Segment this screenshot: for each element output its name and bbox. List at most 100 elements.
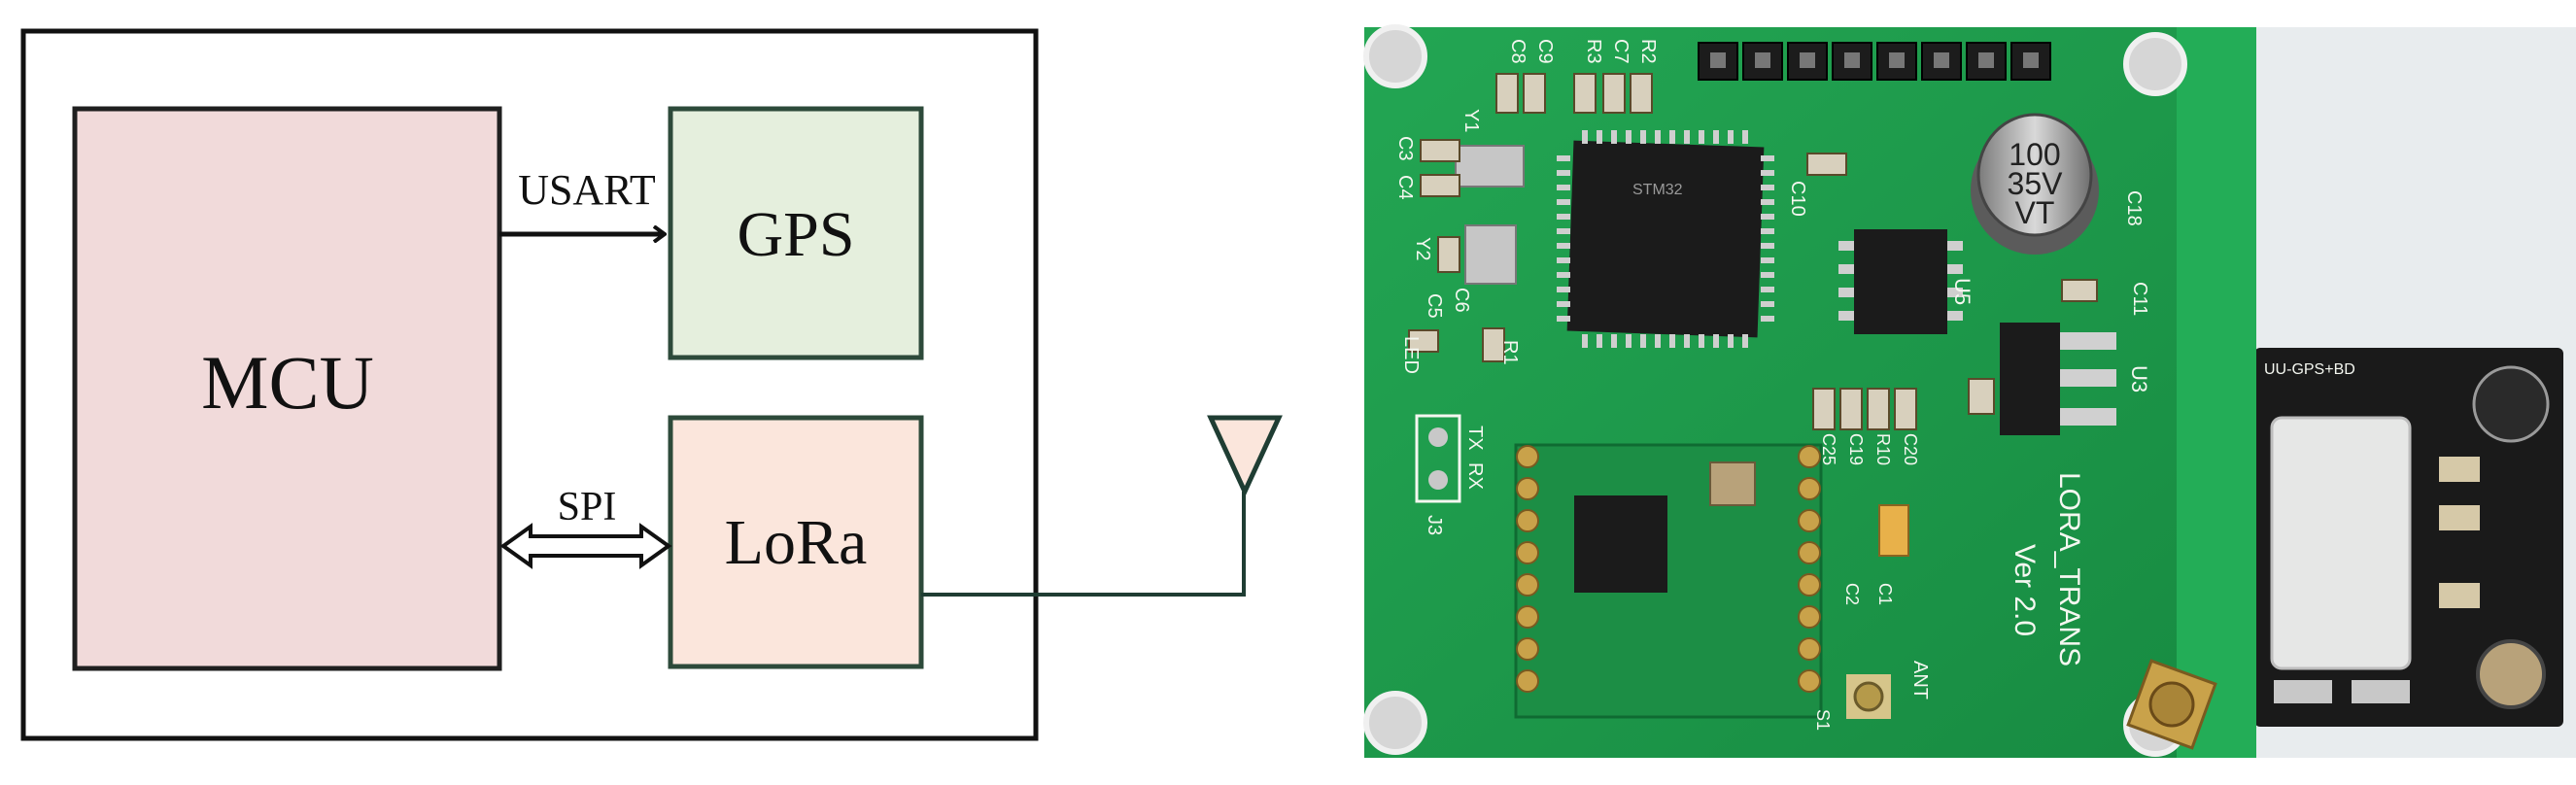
chip-pin (1838, 288, 1854, 297)
header-pin-contact (2023, 52, 2039, 68)
chip-pin (1557, 257, 1570, 263)
capacitor-marking-1: 100 (2009, 137, 2060, 172)
smd-part (1408, 329, 1439, 353)
castellated-pad (1516, 445, 1539, 468)
block-diagram: MCU GPS LoRa USART SPI (20, 28, 1283, 741)
gps-block (668, 106, 924, 360)
castellated-pad (1516, 605, 1539, 629)
chip-pin (1626, 130, 1631, 144)
chip-pin (1761, 199, 1774, 205)
smd-passives (1408, 73, 2098, 430)
board-version: Ver 2.0 (2009, 544, 2041, 636)
tx-rx-jumper (1415, 414, 1461, 503)
u5-chip (1854, 229, 1947, 334)
crystal-y2 (1464, 224, 1517, 285)
silk-r3: R3 (1583, 39, 1604, 64)
crystal-y1 (1455, 145, 1525, 188)
castellated-pad (1516, 541, 1539, 564)
silk-ant: ANT (1909, 661, 1931, 700)
chip-pin (1582, 130, 1588, 144)
chip-pin (1947, 264, 1963, 274)
silk-c5: C5 (1424, 293, 1445, 319)
chip-pin (1655, 130, 1661, 144)
lora-rf-chip (1574, 495, 1667, 593)
chip-pin (1947, 311, 1963, 321)
silk-c19: C19 (1846, 433, 1866, 465)
silk-c25: C25 (1819, 433, 1838, 465)
chip-pin (1684, 334, 1690, 348)
chip-pin (1640, 334, 1646, 348)
spi-label: SPI (558, 485, 617, 529)
chip-pin (1761, 214, 1774, 220)
silk-rx: RX (1464, 462, 1486, 490)
chip-pin (1761, 272, 1774, 278)
silk-c18: C18 (2123, 190, 2145, 226)
chip-pin (1557, 316, 1570, 322)
chip-pin (1557, 155, 1570, 161)
chip-pin (1713, 130, 1719, 144)
silk-c6: C6 (1451, 288, 1472, 313)
chip-pin (1699, 334, 1704, 348)
chip-pin (1761, 301, 1774, 307)
chip-pin (1557, 243, 1570, 249)
chip-pin (1838, 264, 1854, 274)
castellated-pad (1516, 573, 1539, 597)
header-pin-contact (1755, 52, 1770, 68)
castellated-pad (1798, 445, 1821, 468)
silkscreen-labels: C8 C9 R3 C7 R2 C3 C4 Y1 Y2 C6 C5 LED R1 … (1394, 39, 2151, 731)
lora-crystal (1709, 461, 1756, 506)
smd-part (1630, 73, 1653, 114)
chip-pin (1640, 130, 1646, 144)
chip-pin (1761, 228, 1774, 234)
smd-part (2061, 279, 2098, 302)
silk-r2: R2 (1637, 39, 1659, 64)
spi-arrow (499, 523, 672, 569)
silk-y1: Y1 (1460, 109, 1482, 132)
chip-pin (1699, 130, 1704, 144)
chip-pin (1761, 170, 1774, 176)
chip-pin (1947, 241, 1963, 251)
smd-part (1420, 139, 1460, 162)
tantalum-capacitor (1878, 504, 1909, 557)
smd-part (1806, 153, 1847, 176)
silk-c4: C4 (1394, 175, 1416, 200)
silk-c8: C8 (1507, 39, 1528, 64)
header-pin-contact (1844, 52, 1860, 68)
castellated-pad (1798, 477, 1821, 500)
chip-pin (1761, 155, 1774, 161)
chip-pin (1742, 334, 1748, 348)
smd-part (1867, 388, 1890, 430)
smd-part (1573, 73, 1597, 114)
chip-pin (1557, 228, 1570, 234)
sma-connector (2126, 659, 2217, 750)
mounting-hole-icon (1363, 691, 1427, 755)
header-pin-contact (1710, 52, 1726, 68)
lora-label: LoRa (725, 507, 868, 578)
mcu-chip-pins (1557, 130, 1774, 348)
board-photo: UU-GPS+BD STM32 (1363, 24, 2576, 758)
mcu-chip: STM32 (1566, 140, 1765, 338)
chip-pin (1761, 287, 1774, 292)
antenna-icon (1207, 415, 1283, 497)
chip-pin (1838, 241, 1854, 251)
ant-connector (1846, 674, 1891, 719)
chip-pin (1557, 199, 1570, 205)
silk-c3: C3 (1394, 136, 1416, 161)
chip-pin (1713, 334, 1719, 348)
silk-j3: J3 (1424, 515, 1445, 535)
silk-led: LED (1400, 336, 1422, 374)
gps-daughterboard: UU-GPS+BD (2254, 348, 2563, 727)
chip-pin (1597, 130, 1602, 144)
castellated-pad (1798, 573, 1821, 597)
castellated-pad (1516, 477, 1539, 500)
chip-pin (1655, 334, 1661, 348)
silk-r10: R10 (1873, 433, 1893, 465)
gps-label: GPS (737, 199, 854, 270)
silk-c7: C7 (1610, 39, 1631, 64)
lora-castellated-pads (1516, 445, 1821, 693)
chip-pin (1728, 334, 1734, 348)
silk-c2: C2 (1842, 583, 1862, 605)
silk-c20: C20 (1901, 433, 1920, 465)
chip-pin (1557, 272, 1570, 278)
chip-pin (1582, 334, 1588, 348)
